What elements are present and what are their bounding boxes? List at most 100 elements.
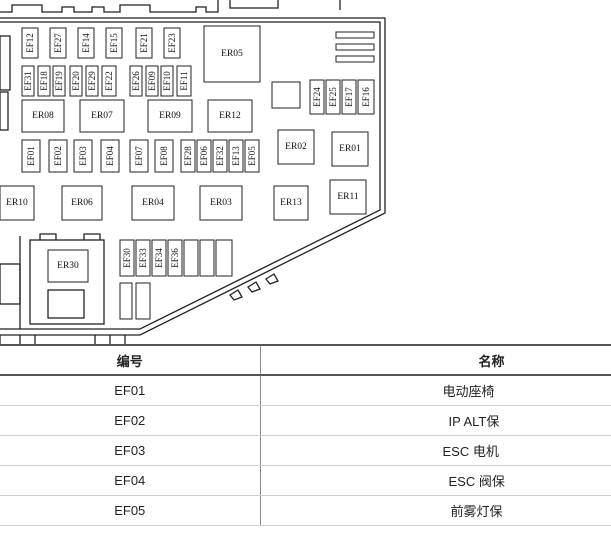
fuse-label: EF14 <box>81 33 91 53</box>
fuse-label: EF30 <box>122 248 132 268</box>
fuse-ef27: EF27 <box>49 27 67 59</box>
fuse-label: EF05 <box>247 146 257 166</box>
fuse-ef07: EF07 <box>129 139 149 173</box>
decor-slots <box>119 31 375 320</box>
fuse-ef26: EF26 <box>129 65 143 97</box>
fuse-ef21: EF21 <box>135 27 153 59</box>
fuse-label: EF31 <box>23 71 33 91</box>
fuse-ef01: EF01 <box>21 139 41 173</box>
fuse-label: EF25 <box>328 87 338 107</box>
fuse-ef04: EF04 <box>100 139 120 173</box>
fuse-label: EF02 <box>53 146 63 166</box>
cell-name: ESC 电机 <box>259 435 611 466</box>
fuse-ef31: EF31 <box>21 65 35 97</box>
cell-code: EF01 <box>0 375 260 406</box>
fuse-ef14: EF14 <box>77 27 95 59</box>
relay-er07: ER07 <box>79 99 125 133</box>
relay-er05: ER05 <box>203 25 261 83</box>
fuse-ef34: EF34 <box>151 239 167 277</box>
relay-label: ER05 <box>221 49 243 59</box>
fuse-ef11: EF11 <box>176 65 192 97</box>
table-header-row: 编号 名称 <box>0 344 611 376</box>
fuse-ef36: EF36 <box>167 239 183 277</box>
fuse-ef25: EF25 <box>325 79 341 115</box>
cell-name: ESC 阀保 <box>259 465 611 496</box>
fuse-label: EF20 <box>71 71 81 91</box>
fuse-ef10: EF10 <box>160 65 174 97</box>
table-row: EF02 IP ALT保 <box>0 405 611 436</box>
fuse-label: EF26 <box>131 71 141 91</box>
fuse-label: EF13 <box>231 146 241 166</box>
relay-er10: ER10 <box>0 185 35 221</box>
relay-label: ER11 <box>337 192 359 202</box>
fuse-label: EF04 <box>105 146 115 166</box>
fuse-ef13: EF13 <box>228 139 244 173</box>
fuse-label: EF09 <box>147 71 157 91</box>
fuse-label: EF12 <box>25 33 35 53</box>
fuse-label: EF16 <box>361 87 371 107</box>
cell-name: 前雾灯保 <box>259 495 611 526</box>
fuse-label: EF03 <box>78 146 88 166</box>
fuse-ef20: EF20 <box>69 65 83 97</box>
fuse-table: 编号 名称 EF01 电动座椅 EF02 IP ALT保 EF03 ESC 电机… <box>0 344 611 526</box>
fuse-ef12: EF12 <box>21 27 39 59</box>
fuse-ef15: EF15 <box>105 27 123 59</box>
relay-er06: ER06 <box>61 185 103 221</box>
relay-label: ER09 <box>159 111 181 121</box>
relay-label: ER12 <box>219 111 241 121</box>
fuse-label: EF08 <box>159 146 169 166</box>
fuse-label: EF10 <box>162 71 172 91</box>
cell-code: EF04 <box>0 465 260 496</box>
relay-label: ER07 <box>91 111 113 121</box>
relay-er01: ER01 <box>331 131 369 167</box>
relay-label: ER30 <box>57 261 79 271</box>
relay-label: ER03 <box>210 198 232 208</box>
fuse-ef33: EF33 <box>135 239 151 277</box>
fuse-label: EF24 <box>312 87 322 107</box>
relay-label: ER02 <box>285 142 307 152</box>
fuse-ef05: EF05 <box>244 139 260 173</box>
fuse-label: EF23 <box>167 33 177 53</box>
fuse-label: EF01 <box>26 146 36 166</box>
fuse-ef17: EF17 <box>341 79 357 115</box>
fuse-label: EF29 <box>87 71 97 91</box>
relay-label: ER13 <box>280 198 302 208</box>
relay-er30: ER30 <box>47 249 89 283</box>
header-code: 编号 <box>0 344 260 376</box>
fuse-label: EF27 <box>53 33 63 53</box>
relay-er09: ER09 <box>147 99 193 133</box>
fuse-label: EF15 <box>109 33 119 53</box>
fuse-label: EF19 <box>54 71 64 91</box>
table-row: EF05 前雾灯保 <box>0 495 611 526</box>
header-name: 名称 <box>259 344 611 376</box>
fuse-label: EF36 <box>170 248 180 268</box>
fuse-label: EF28 <box>183 146 193 166</box>
fuse-ef08: EF08 <box>154 139 174 173</box>
fuse-label: EF32 <box>215 146 225 166</box>
fuse-label: EF11 <box>179 71 189 90</box>
fuse-ef16: EF16 <box>357 79 375 115</box>
fuse-label: EF18 <box>39 71 49 91</box>
fuse-ef06: EF06 <box>196 139 212 173</box>
fuse-ef32: EF32 <box>212 139 228 173</box>
fuse-label: EF07 <box>134 146 144 166</box>
table-row: EF04 ESC 阀保 <box>0 465 611 496</box>
fuse-ef03: EF03 <box>73 139 93 173</box>
cell-code: EF03 <box>0 435 260 466</box>
fuse-ef28: EF28 <box>180 139 196 173</box>
fuse-ef23: EF23 <box>163 27 181 59</box>
cell-code: EF02 <box>0 405 260 436</box>
relay-er03: ER03 <box>199 185 243 221</box>
fuse-label: EF33 <box>138 248 148 268</box>
fuse-label: EF21 <box>139 33 149 53</box>
relay-label: ER06 <box>71 198 93 208</box>
fuse-ef24: EF24 <box>309 79 325 115</box>
relay-label: ER04 <box>142 198 164 208</box>
relay-label: ER08 <box>32 111 54 121</box>
relay-er11: ER11 <box>329 179 367 215</box>
relay-er04: ER04 <box>131 185 175 221</box>
fuse-ef09: EF09 <box>145 65 159 97</box>
